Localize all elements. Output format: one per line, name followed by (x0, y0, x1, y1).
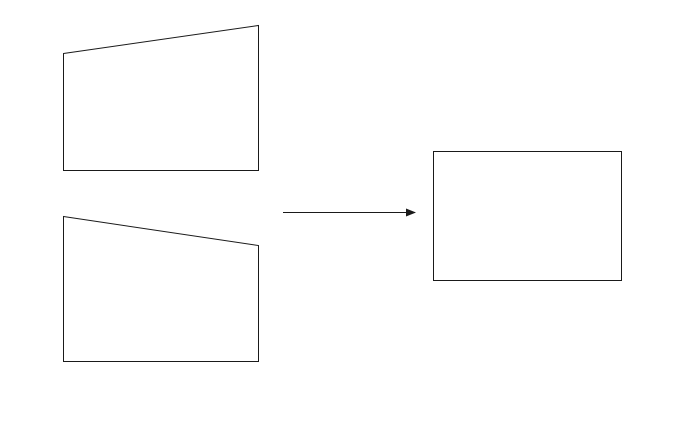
lower-trapezoid (63, 215, 259, 362)
result-rectangle (433, 151, 622, 281)
upper-trapezoid (63, 24, 259, 171)
